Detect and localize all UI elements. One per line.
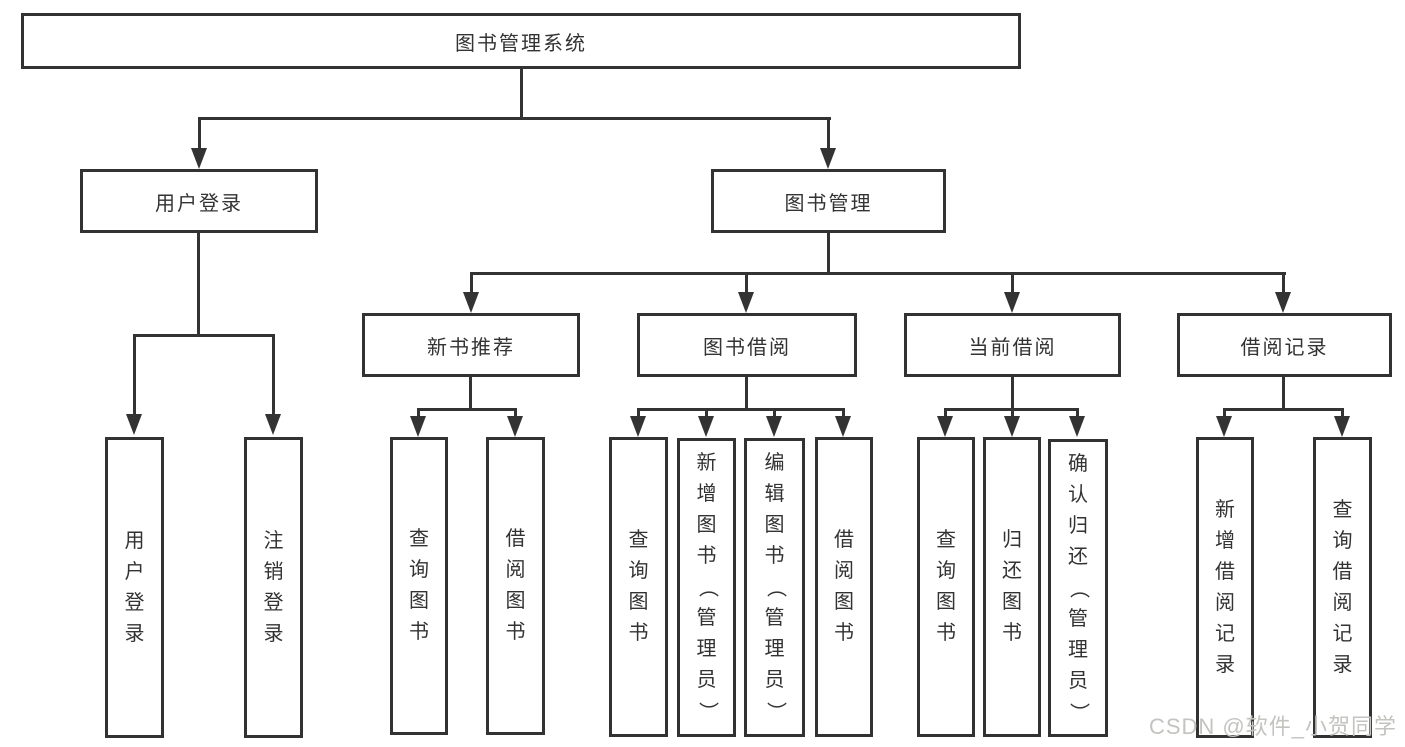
connector-line [1011,377,1014,408]
connector-line [417,408,517,411]
arrow-icon [937,416,953,437]
arrow-icon [630,416,646,437]
node-label: 查询图书 [936,529,956,644]
leaf-query-borrow-record: 查询借阅记录 [1313,437,1372,738]
node-current-borrow: 当前借阅 [904,313,1121,377]
connector-line [198,117,831,120]
connector-line [637,408,640,418]
node-label: 图书借阅 [703,336,791,359]
leaf-borrow-query-book: 查询图书 [609,437,668,737]
arrow-icon [410,416,426,437]
node-label: 查询图书 [628,529,649,644]
node-label: 借阅图书 [834,529,854,644]
connector-line [197,233,200,336]
node-book-borrow: 图书借阅 [637,313,857,377]
node-label: 用户登录 [155,192,243,215]
csdn-watermark: CSDN @软件_小贺同学 [1148,714,1397,739]
connector-line [1341,408,1344,418]
node-label: 当前借阅 [968,336,1057,359]
arrow-icon [265,414,281,435]
arrow-icon [738,292,754,313]
connector-line [637,408,845,411]
arrow-icon [835,416,851,437]
leaf-add-book-admin: 新增图书（管理员） [677,438,736,737]
connector-line [133,334,275,337]
connector-line [1011,408,1014,418]
leaf-user-login: 用户登录 [105,437,164,738]
connector-line [773,408,776,418]
connector-line [133,334,136,416]
connector-line [827,233,830,275]
arrow-icon [507,416,523,437]
node-book-manage: 图书管理 [711,169,946,233]
node-label: 用户登录 [124,529,145,645]
node-label: 查询借阅记录 [1332,498,1353,676]
node-label: 注销登录 [263,529,284,645]
node-label: 借阅图书 [505,528,526,643]
connector-line [272,334,275,416]
node-label: 图书管理系统 [455,32,587,55]
connector-line [842,408,845,418]
arrow-icon [698,416,714,437]
arrow-icon [820,148,836,169]
arrow-icon [463,292,479,313]
arrow-icon [1275,292,1291,313]
connector-line [520,69,523,117]
arrow-icon [1334,416,1350,437]
node-user-login: 用户登录 [80,169,318,233]
node-label: 图书管理 [784,192,873,215]
connector-line [1011,272,1014,294]
arrow-icon [1004,292,1020,313]
leaf-logout: 注销登录 [244,437,303,738]
connector-line [705,408,708,418]
connector-line [1223,408,1344,411]
connector-line [198,117,201,151]
leaf-recommend-query-book: 查询图书 [390,437,448,735]
arrow-icon [1069,416,1085,437]
connector-line [470,272,1286,275]
leaf-confirm-return-admin: 确认归还（管理员） [1048,439,1108,737]
node-label: 借阅记录 [1240,336,1329,359]
node-label: 编辑图书（管理员） [764,452,786,722]
arrow-icon [1216,416,1232,437]
arrow-icon [766,416,782,437]
connector-line [514,408,517,418]
connector-line [1076,408,1079,418]
leaf-add-borrow-record: 新增借阅记录 [1196,437,1254,738]
connector-line [469,377,472,408]
arrow-icon [191,148,207,169]
node-label: 新增借阅记录 [1215,498,1235,676]
leaf-borrow-book: 借阅图书 [815,437,873,737]
leaf-edit-book-admin: 编辑图书（管理员） [744,438,805,737]
node-new-book-recommend: 新书推荐 [362,313,580,377]
node-label: 确认归还（管理员） [1067,452,1090,723]
connector-line [827,117,830,151]
connector-line [470,272,473,294]
node-root: 图书管理系统 [21,13,1021,69]
leaf-return-book: 归还图书 [983,437,1041,737]
arrow-icon [1004,416,1020,437]
node-label: 查询图书 [409,528,429,643]
connector-line [944,408,947,418]
connector-line [745,377,748,408]
connector-line [1223,408,1226,418]
leaf-current-query-book: 查询图书 [917,437,975,737]
connector-line [1282,272,1285,294]
leaf-recommend-borrow-book: 借阅图书 [486,437,545,735]
node-borrow-record: 借阅记录 [1177,313,1392,377]
connector-line [1282,377,1285,408]
arrow-icon [126,414,142,435]
node-label: 新书推荐 [427,336,515,359]
connector-line [745,272,748,294]
node-label: 归还图书 [1002,529,1022,644]
node-label: 新增图书（管理员） [696,452,718,722]
connector-line [417,408,420,418]
